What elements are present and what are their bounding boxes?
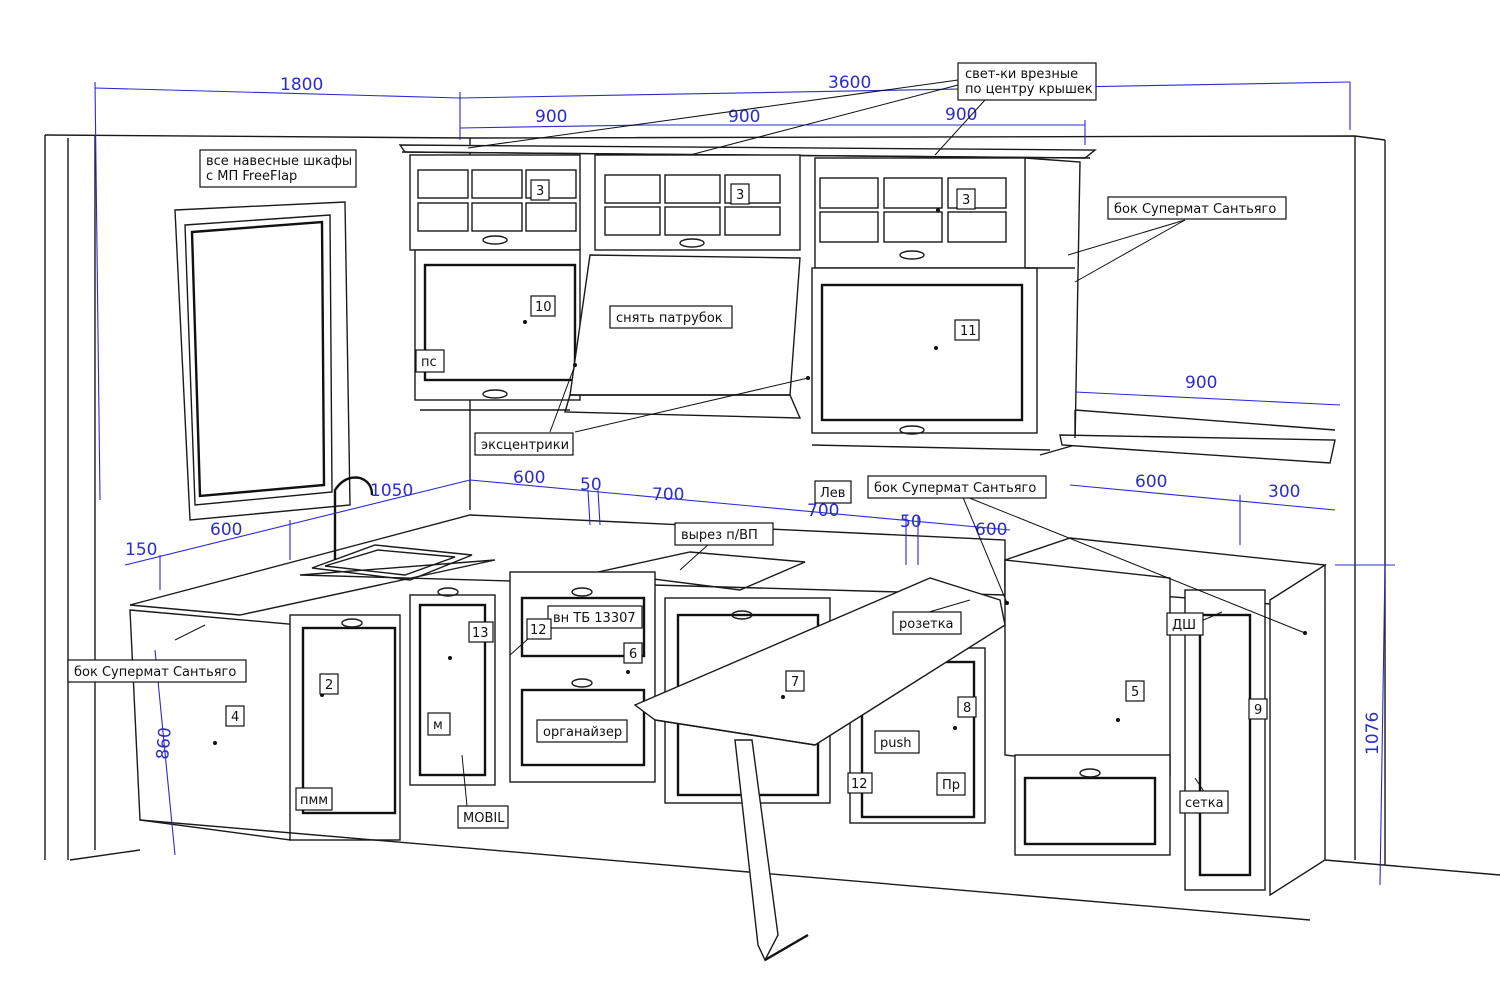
marker-5: 5 xyxy=(1131,685,1139,700)
marker-13: 13 xyxy=(472,626,489,641)
dim-150: 150 xyxy=(125,540,157,560)
dim-1076: 1076 xyxy=(1363,712,1383,755)
marker-3-b: 3 xyxy=(736,188,744,203)
dim-900-shelf: 900 xyxy=(1185,373,1217,393)
marker-11: 11 xyxy=(960,324,977,339)
label-eccentrics: эксцентрики xyxy=(481,438,569,453)
dim-900-c: 900 xyxy=(945,105,977,125)
wall-shelf xyxy=(1059,409,1336,464)
label-dsh: ДШ xyxy=(1172,618,1196,633)
label-remove-pipe: снять патрубок xyxy=(616,311,723,326)
window xyxy=(174,201,351,521)
label-socket: розетка xyxy=(899,617,954,632)
label-lev: Лев xyxy=(820,486,845,501)
dim-1050: 1050 xyxy=(370,481,413,501)
marker-4: 4 xyxy=(231,710,239,725)
dim-600-shelf: 600 xyxy=(1135,472,1167,492)
dimension-texts: 1800 3600 900 900 900 900 600 300 150 60… xyxy=(125,73,1383,760)
marker-12-a: 12 xyxy=(530,623,547,638)
marker-6: 6 xyxy=(629,647,637,662)
label-side-panel-top: бок Супермат Сантьяго xyxy=(1114,202,1276,217)
dim-700-b: 700 xyxy=(807,501,839,521)
label-bn-tb: вн ТБ 13307 xyxy=(553,611,636,626)
dim-50-a: 50 xyxy=(580,475,602,495)
dim-900-a: 900 xyxy=(535,107,567,127)
dim-600-right: 600 xyxy=(975,520,1007,540)
position-markers: 3 3 3 10 11 2 4 13 12 6 7 8 12 5 9 xyxy=(225,179,1268,794)
label-side-panel-mid: бок Супермат Сантьяго xyxy=(874,481,1036,496)
upper-cabinets xyxy=(398,144,1097,456)
label-push: push xyxy=(880,736,912,751)
label-freeflap: все навесные шкафы с МП FreeFlap xyxy=(206,154,356,184)
dimension-lines xyxy=(94,81,1395,886)
marker-8: 8 xyxy=(963,701,971,716)
label-organizer: органайзер xyxy=(543,725,622,740)
label-ps: пс xyxy=(421,355,437,370)
dim-1800: 1800 xyxy=(280,75,323,95)
marker-2: 2 xyxy=(325,678,333,693)
dim-900-b: 900 xyxy=(728,107,760,127)
label-side-panel-left: бок Супермат Сантьяго xyxy=(74,665,236,680)
dim-860: 860 xyxy=(153,726,176,760)
dim-50-b: 50 xyxy=(900,512,922,532)
label-lights-1: свет-ки врезные по центру крышек xyxy=(965,67,1093,97)
marker-10: 10 xyxy=(535,300,552,315)
label-cutout: вырез п/ВП xyxy=(681,528,758,543)
label-mobil: MOBIL xyxy=(463,811,505,826)
labels: свет-ки врезные по центру крышек все нав… xyxy=(67,62,1287,829)
dim-600-sink: 600 xyxy=(210,520,242,540)
label-pr: Пр xyxy=(942,778,960,793)
label-grid: сетка xyxy=(1185,796,1224,811)
marker-7: 7 xyxy=(791,675,799,690)
dim-600-mid: 600 xyxy=(513,468,545,488)
label-pmm: пмм xyxy=(300,793,328,808)
marker-3-a: 3 xyxy=(536,184,544,199)
range-hood xyxy=(564,254,802,419)
marker-12-b: 12 xyxy=(851,777,868,792)
dim-700-a: 700 xyxy=(652,485,684,505)
marker-3-c: 3 xyxy=(962,193,970,208)
label-m: м xyxy=(433,718,443,733)
dim-300-shelf: 300 xyxy=(1268,482,1300,502)
lower-cabinets xyxy=(129,559,1326,921)
dim-3600: 3600 xyxy=(828,73,871,93)
marker-9: 9 xyxy=(1254,703,1262,718)
